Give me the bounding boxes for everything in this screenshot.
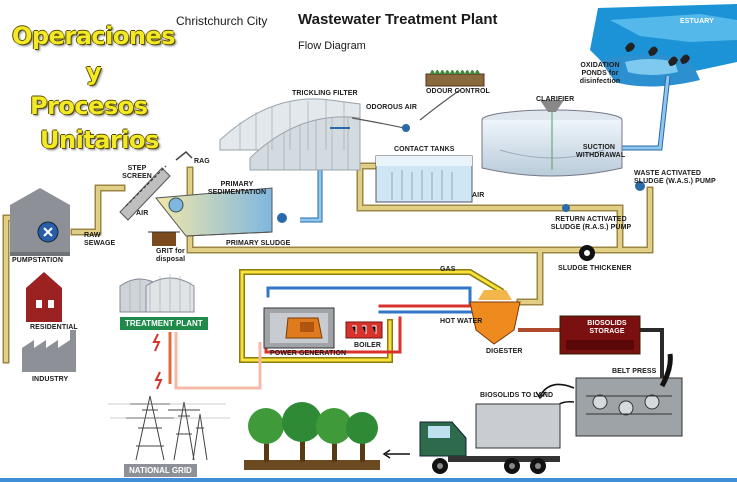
air-primary-label: AIR <box>136 210 149 217</box>
hot-water-label: HOT WATER <box>440 318 483 325</box>
oxidation-ponds-label: OXIDATION PONDS for disinfection <box>579 62 621 85</box>
treatment-plant-badge: TREATMENT PLANT <box>120 317 208 330</box>
biosolids-storage <box>559 315 641 355</box>
estuary-illustration <box>590 4 737 87</box>
industry-building <box>22 330 76 372</box>
raw-sewage-label: RAW SEWAGE <box>84 232 116 247</box>
trickling-filter-domes <box>219 98 361 171</box>
trickling-filter-label: TRICKLING FILTER <box>292 90 358 97</box>
air-contact-label: AIR <box>472 192 485 199</box>
primary-sedimentation-label: PRIMARY SEDIMENTATION <box>207 181 267 196</box>
treatment-plant-digesters <box>119 274 195 313</box>
odorous-air-label: ODOROUS AIR <box>366 104 418 111</box>
treatment-plant-label-1: TREATMENT <box>125 319 174 328</box>
ras-pump-label: RETURN ACTIVATED SLUDGE (R.A.S.) PUMP <box>550 216 632 231</box>
to-land-arrow <box>382 449 410 459</box>
biosolids-truck <box>419 403 561 474</box>
treatment-plant-label-2: PLANT <box>175 319 203 328</box>
industry-label: INDUSTRY <box>32 376 69 383</box>
was-pump-label: WASTE ACTIVATED SLUDGE (W.A.S.) PUMP <box>634 170 716 185</box>
pumpstation-label: PUMPSTATION <box>12 257 64 264</box>
pumps <box>562 181 645 261</box>
overlay-title-line-4: Unitarios <box>40 126 159 154</box>
overlay-title-line-2: y <box>86 58 102 86</box>
clarifier-tank <box>481 100 623 177</box>
digester-tank <box>469 290 521 345</box>
odour-control-unit <box>351 70 485 132</box>
belt-press <box>575 353 683 437</box>
bottom-border <box>0 478 737 482</box>
primary-sludge-label: PRIMARY SLUDGE <box>226 240 291 247</box>
residential-building <box>26 272 62 322</box>
gas-label: GAS <box>440 266 456 273</box>
step-screen-label: STEP SCREEN <box>122 165 152 180</box>
national-grid-label: NATIONAL GRID <box>129 466 192 475</box>
pumpstation-building <box>10 188 70 256</box>
overlay-title-line-1: Operaciones <box>12 22 175 50</box>
diagram-subtitle: Flow Diagram <box>298 40 366 52</box>
odour-control-label: ODOUR CONTROL <box>426 88 490 95</box>
belt-press-label: BELT PRESS <box>612 368 657 375</box>
boiler-label: BOILER <box>354 342 382 349</box>
estuary-label: ESTUARY <box>680 18 714 25</box>
biosolids-to-land-label: BIOSOLIDS TO LAND <box>480 392 554 399</box>
sludge-thickener-label: SLUDGE THICKENER <box>558 265 632 272</box>
power-generation-unit <box>263 307 335 349</box>
overlay-title-line-3: Procesos <box>30 92 148 120</box>
national-grid-badge: NATIONAL GRID <box>124 464 197 477</box>
trees-land <box>244 402 380 470</box>
contact-tanks-label: CONTACT TANKS <box>394 146 455 153</box>
national-grid-pylons <box>108 395 230 461</box>
diagram-title: Wastewater Treatment Plant <box>298 11 498 28</box>
city-name: Christchurch City <box>176 14 268 28</box>
contact-tanks <box>375 155 473 203</box>
power-generation-label: POWER GENERATION <box>270 350 347 357</box>
residential-label: RESIDENTIAL <box>30 324 78 331</box>
primary-sedimentation-tank <box>155 187 287 237</box>
rag-label: RAG <box>194 158 210 165</box>
suction-withdrawal-label: SUCTION WITHDRAWAL <box>576 144 626 159</box>
grit-bin <box>148 231 180 246</box>
boiler-unit <box>345 321 383 339</box>
electricity-lines <box>152 332 262 390</box>
grit-label: GRIT for disposal <box>156 248 186 263</box>
clarifier-label: CLARIFIER <box>536 96 575 103</box>
biosolids-storage-label: BIOSOLIDS STORAGE <box>587 320 627 335</box>
step-screen <box>119 150 193 221</box>
digester-label: DIGESTER <box>486 348 523 355</box>
